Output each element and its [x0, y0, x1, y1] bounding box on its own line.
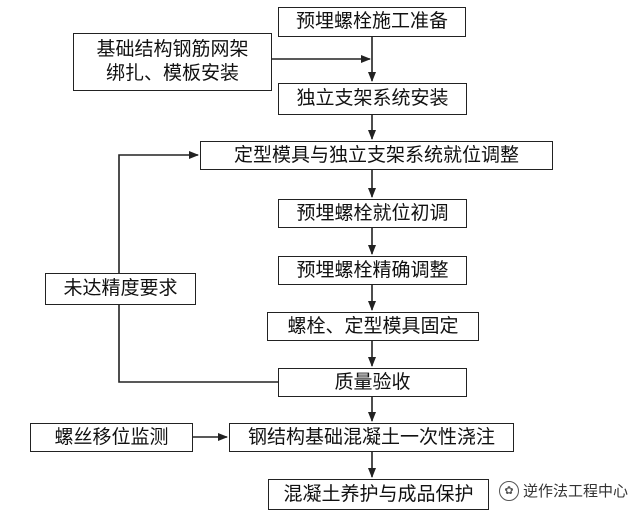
step-cure-label: 混凝土养护与成品保护 [283, 482, 474, 505]
step-quality-check-label: 质量验收 [334, 370, 411, 393]
step-monitor-label: 螺丝移位监测 [54, 425, 169, 448]
step-adjust-system: 定型模具与独立支架系统就位调整 [200, 141, 553, 170]
step-bolt-initial-label: 预埋螺栓就位初调 [296, 201, 449, 224]
step-frame-install-label: 独立支架系统安装 [296, 87, 449, 110]
step-pour: 钢结构基础混凝土一次性浇注 [229, 423, 514, 452]
step-bolt-initial: 预埋螺栓就位初调 [278, 199, 467, 228]
step-side-input-line1: 基础结构钢筋网架 [96, 38, 249, 61]
feedback-loop-line [118, 151, 278, 383]
watermark: ✿ 逆作法工程中心 [496, 480, 630, 501]
step-prep-label: 预埋螺栓施工准备 [295, 10, 448, 33]
step-side-input-line2: 绑扎、模板安装 [105, 62, 239, 84]
step-bolt-fix: 螺栓、定型模具固定 [267, 312, 479, 341]
step-feedback: 未达精度要求 [45, 273, 196, 305]
step-bolt-precise-label: 预埋螺栓精确调整 [296, 258, 449, 281]
step-frame-install: 独立支架系统安装 [278, 83, 467, 115]
step-cure: 混凝土养护与成品保护 [268, 479, 489, 510]
wechat-logo-icon: ✿ [498, 480, 519, 501]
step-side-input: 基础结构钢筋网架 绑扎、模板安装 [73, 33, 272, 91]
step-adjust-system-label: 定型模具与独立支架系统就位调整 [233, 143, 519, 166]
step-pour-label: 钢结构基础混凝土一次性浇注 [247, 425, 495, 448]
step-feedback-label: 未达精度要求 [63, 277, 178, 300]
step-bolt-precise: 预埋螺栓精确调整 [278, 256, 467, 285]
watermark-text: 逆作法工程中心 [522, 482, 628, 500]
step-quality-check: 质量验收 [278, 368, 467, 397]
step-bolt-fix-label: 螺栓、定型模具固定 [287, 314, 459, 337]
step-prep: 预埋螺栓施工准备 [278, 7, 466, 37]
step-monitor: 螺丝移位监测 [30, 423, 193, 452]
